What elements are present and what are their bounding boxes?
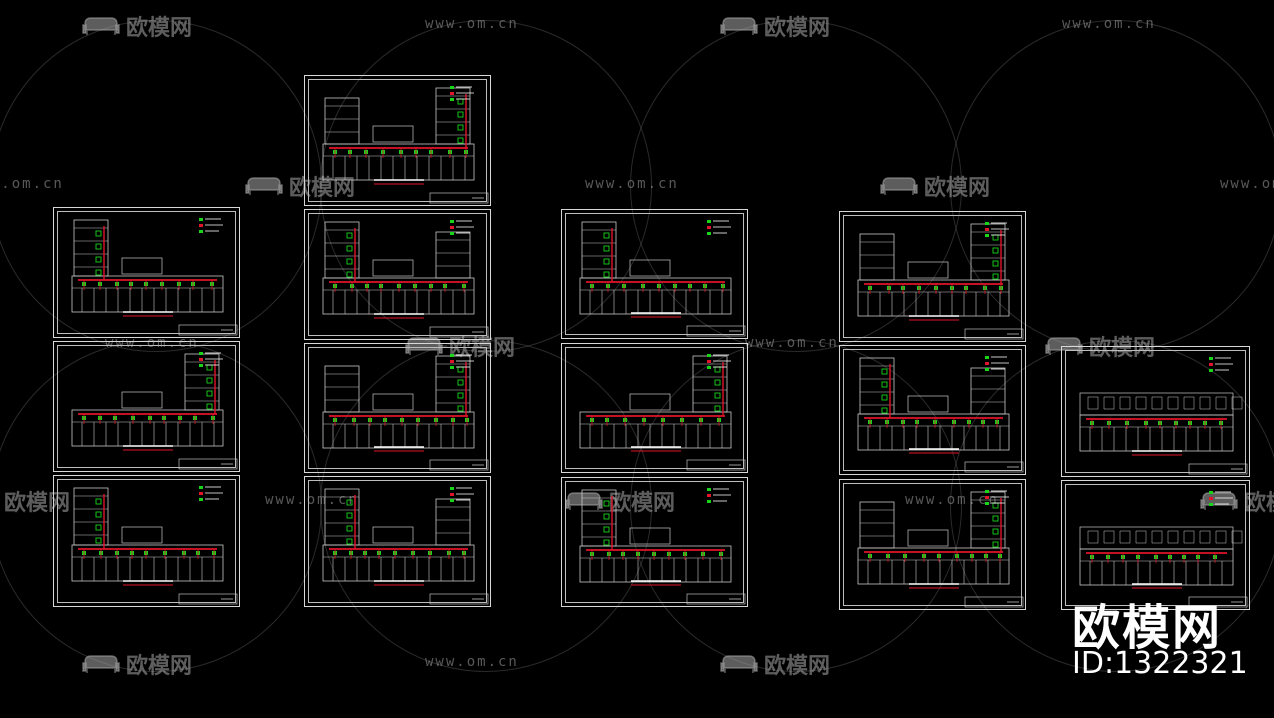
watermark-logo: 欧模网 xyxy=(720,648,830,680)
drawing-sheet xyxy=(1061,480,1250,610)
drawing-sheet xyxy=(839,479,1026,610)
sofa-logo-icon xyxy=(720,17,758,35)
sheet-inner-frame xyxy=(308,480,487,603)
drawing-sheet xyxy=(304,476,491,607)
sheet-inner-frame xyxy=(57,479,236,603)
watermark-url: www.om.cn xyxy=(425,654,519,670)
watermark-logo: 欧模网 xyxy=(720,10,830,42)
watermark-logo-text: 欧模网 xyxy=(764,16,831,41)
floor-plan xyxy=(322,86,489,204)
sheet-inner-frame xyxy=(565,347,744,469)
brand-id: ID:1322321 xyxy=(1072,646,1248,681)
sofa-logo-icon xyxy=(82,655,120,673)
sheet-inner-frame xyxy=(308,213,487,336)
floor-plan xyxy=(857,222,1024,340)
sheet-inner-frame xyxy=(1065,484,1246,606)
watermark-logo-text: 欧模网 xyxy=(764,654,831,679)
floor-plan xyxy=(322,354,489,471)
floor-plan xyxy=(71,352,238,470)
watermark-url: www.om.cn xyxy=(425,16,519,32)
sheet-inner-frame xyxy=(843,483,1022,606)
sheet-inner-frame xyxy=(308,79,487,202)
sheet-inner-frame xyxy=(57,345,236,468)
drawing-sheet xyxy=(304,343,491,473)
sheet-inner-frame xyxy=(565,213,744,335)
drawing-sheet xyxy=(561,343,748,473)
sofa-logo-icon xyxy=(720,655,758,673)
sheet-inner-frame xyxy=(308,347,487,469)
sheet-inner-frame xyxy=(57,211,236,334)
watermark-url: www.om.cn xyxy=(0,176,64,192)
floor-plan xyxy=(579,488,746,605)
floor-plan xyxy=(1079,357,1248,475)
floor-plan xyxy=(857,356,1024,473)
watermark-url: www.om.cn xyxy=(1062,16,1156,32)
drawing-sheet xyxy=(1061,346,1250,477)
watermark-logo: 欧模网 xyxy=(880,170,990,202)
drawing-sheet xyxy=(53,207,240,338)
sofa-logo-icon xyxy=(245,177,283,195)
drawing-sheet xyxy=(53,475,240,607)
drawing-sheet xyxy=(839,345,1026,475)
drawing-sheet xyxy=(304,209,491,340)
watermark-url: www.om.cn xyxy=(585,176,679,192)
floor-plan xyxy=(579,354,746,471)
drawing-sheet xyxy=(561,477,748,607)
drawing-sheet xyxy=(561,209,748,339)
floor-plan xyxy=(71,218,238,336)
watermark-url: www.om.cn xyxy=(1220,176,1274,192)
floor-plan xyxy=(579,220,746,337)
drawing-sheet xyxy=(304,75,491,206)
floor-plan xyxy=(1079,491,1248,608)
floor-plan xyxy=(71,486,238,605)
floor-plan xyxy=(857,490,1024,608)
brand-name: 欧模网 xyxy=(1072,600,1223,656)
floor-plan xyxy=(322,220,489,338)
watermark-url: www.om.cn xyxy=(745,335,839,351)
sofa-logo-icon xyxy=(82,17,120,35)
sheet-inner-frame xyxy=(1065,350,1246,473)
sheet-inner-frame xyxy=(843,349,1022,471)
sheet-inner-frame xyxy=(565,481,744,603)
watermark-logo-text: 欧模网 xyxy=(126,654,193,679)
drawing-sheet xyxy=(53,341,240,472)
watermark-logo-text: 欧模网 xyxy=(126,16,193,41)
sheet-inner-frame xyxy=(843,215,1022,338)
watermark-logo-text: 欧模网 xyxy=(924,176,991,201)
watermark-logo: 欧模网 xyxy=(82,10,192,42)
floor-plan xyxy=(322,487,489,605)
sofa-logo-icon xyxy=(880,177,918,195)
drawing-sheet xyxy=(839,211,1026,342)
watermark-logo: 欧模网 xyxy=(82,648,192,680)
